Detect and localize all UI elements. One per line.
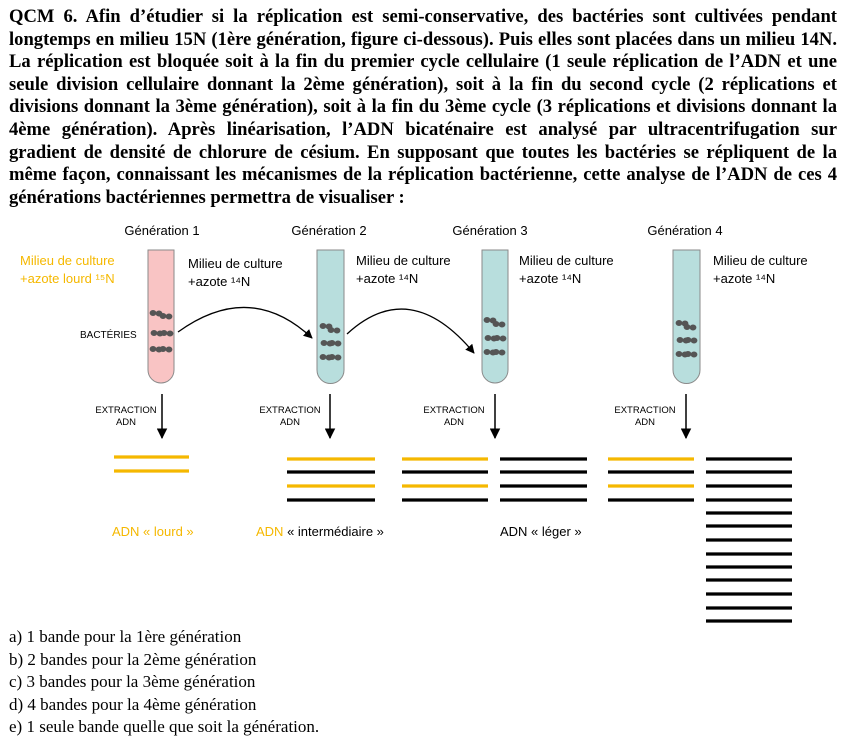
generation-3-title: Génération 3 [452, 223, 527, 238]
replication-diagram: Génération 1 Génération 2 Génération 3 G… [20, 223, 808, 623]
option-b[interactable]: b) 2 bandes pour la 2ème génération [9, 649, 257, 669]
bacteria-label: BACTÉRIES [80, 328, 137, 341]
generation-2-title: Génération 2 [291, 223, 366, 238]
extraction-label-3b: ADN [444, 417, 464, 428]
legend-intermediate-prefix: ADN [256, 524, 283, 539]
tube-generation-2 [316, 249, 345, 384]
bacteria-generation-2 [319, 323, 342, 361]
option-a[interactable]: a) 1 bande pour la 1ère génération [9, 627, 242, 646]
medium-gen4-label-1: Milieu de culture [713, 253, 808, 268]
extraction-label-2a: EXTRACTION [259, 405, 320, 416]
medium-heavy-label-1: Milieu de culture [20, 253, 115, 268]
extraction-label-4a: EXTRACTION [614, 405, 675, 416]
option-c[interactable]: c) 3 bandes pour la 3ème génération [9, 672, 256, 692]
tube-generation-4 [672, 249, 701, 384]
generation-1-title: Génération 1 [124, 223, 199, 238]
extraction-label-1b: ADN [116, 417, 136, 428]
dna-bands-generation-3-intermediate [402, 457, 488, 502]
medium-gen3-label-2: +azote ¹⁴N [519, 271, 581, 286]
question-label: QCM 6. [9, 6, 78, 27]
legend-light-dna: ADN « léger » [500, 524, 582, 539]
answer-options: a) 1 bande pour la 1ère génération b) 2 … [9, 626, 319, 739]
transfer-arrow-1-2 [177, 306, 313, 339]
question-body: Afin d’étudier si la réplication est sem… [9, 6, 837, 208]
generation-4-title: Génération 4 [647, 223, 722, 238]
tube-generation-3 [481, 249, 509, 384]
medium-between-label-1: Milieu de culture [188, 256, 283, 271]
medium-gen2-label-1: Milieu de culture [356, 253, 451, 268]
legend-intermediate-dna: ADN « intermédiaire » [256, 524, 384, 539]
legend-intermediate-suffix: « intermédiaire » [283, 524, 383, 539]
medium-heavy-label-2: +azote lourd ¹⁵N [20, 271, 115, 286]
medium-between-label-2: +azote ¹⁴N [188, 274, 250, 289]
question-text: QCM 6. Afin d’étudier si la réplication … [9, 6, 837, 209]
dna-bands-generation-4-intermediate [608, 457, 694, 502]
dna-bands-generation-2 [287, 457, 375, 502]
dna-bands-generation-1 [114, 455, 189, 473]
medium-gen4-label-2: +azote ¹⁴N [713, 271, 775, 286]
bacteria-generation-3 [483, 317, 507, 356]
medium-gen3-label-1: Milieu de culture [519, 253, 614, 268]
transfer-arrow-2-3 [346, 308, 475, 354]
extraction-label-3a: EXTRACTION [423, 405, 484, 416]
extraction-label-4b: ADN [635, 417, 655, 428]
option-d[interactable]: d) 4 bandes pour la 4ème génération [9, 694, 257, 714]
extraction-label-2b: ADN [280, 417, 300, 428]
medium-gen2-label-2: +azote ¹⁴N [356, 271, 418, 286]
dna-bands-generation-3-light [500, 457, 587, 502]
dna-bands-generation-4-light [706, 457, 792, 623]
legend-heavy-dna: ADN « lourd » [112, 524, 194, 539]
extraction-label-1a: EXTRACTION [95, 405, 156, 416]
option-e[interactable]: e) 1 seule bande quelle que soit la géné… [9, 717, 320, 737]
bacteria-generation-4 [675, 320, 698, 358]
